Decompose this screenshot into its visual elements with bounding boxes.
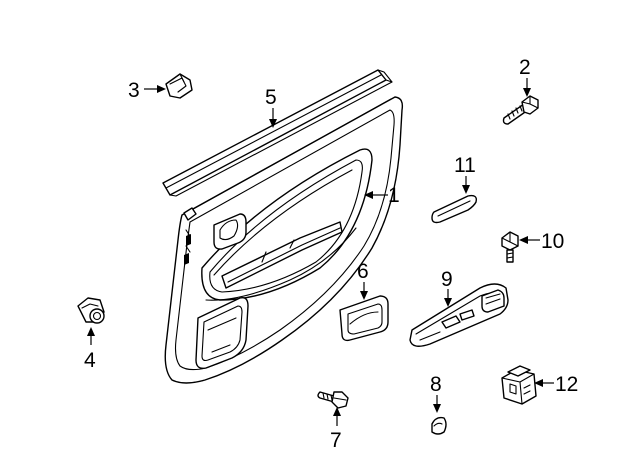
part-9-switch-bezel xyxy=(409,283,509,347)
callout-label-11: 11 xyxy=(454,154,476,177)
callout-label-4: 4 xyxy=(84,349,96,372)
part-7-screw xyxy=(317,391,349,409)
part-11-insert xyxy=(431,194,478,224)
callout-8: 8 xyxy=(430,373,442,413)
callout-label-8: 8 xyxy=(430,373,442,396)
part-6-handle-bezel xyxy=(339,295,389,342)
part-3-clip xyxy=(165,73,193,99)
callout-10: 10 xyxy=(519,230,564,253)
callout-label-2: 2 xyxy=(519,56,531,79)
part-2-screw xyxy=(502,95,539,125)
callout-3: 3 xyxy=(128,79,166,102)
callout-9: 9 xyxy=(441,268,453,307)
callout-2: 2 xyxy=(519,56,531,97)
callout-label-3: 3 xyxy=(128,79,140,102)
part-8-cap xyxy=(431,416,447,435)
part-10-bolt xyxy=(501,231,519,263)
callout-label-12: 12 xyxy=(555,373,578,396)
callout-label-6: 6 xyxy=(357,260,369,283)
callout-label-7: 7 xyxy=(330,429,342,452)
callout-6: 6 xyxy=(357,260,369,300)
part-12-switch xyxy=(501,365,537,405)
callout-5: 5 xyxy=(265,86,277,128)
callout-label-10: 10 xyxy=(541,230,564,253)
part-5-weatherstrip xyxy=(162,69,393,197)
callout-11: 11 xyxy=(454,154,476,194)
callout-7: 7 xyxy=(330,407,342,452)
callout-label-5: 5 xyxy=(265,86,277,109)
callout-label-9: 9 xyxy=(441,268,453,291)
callout-label-1: 1 xyxy=(388,184,400,207)
part-1-door-trim-panel xyxy=(164,96,404,384)
callout-1: 1 xyxy=(364,184,400,207)
callout-4: 4 xyxy=(84,327,96,372)
callout-12: 12 xyxy=(534,373,578,396)
part-4-push-pin xyxy=(77,297,105,324)
